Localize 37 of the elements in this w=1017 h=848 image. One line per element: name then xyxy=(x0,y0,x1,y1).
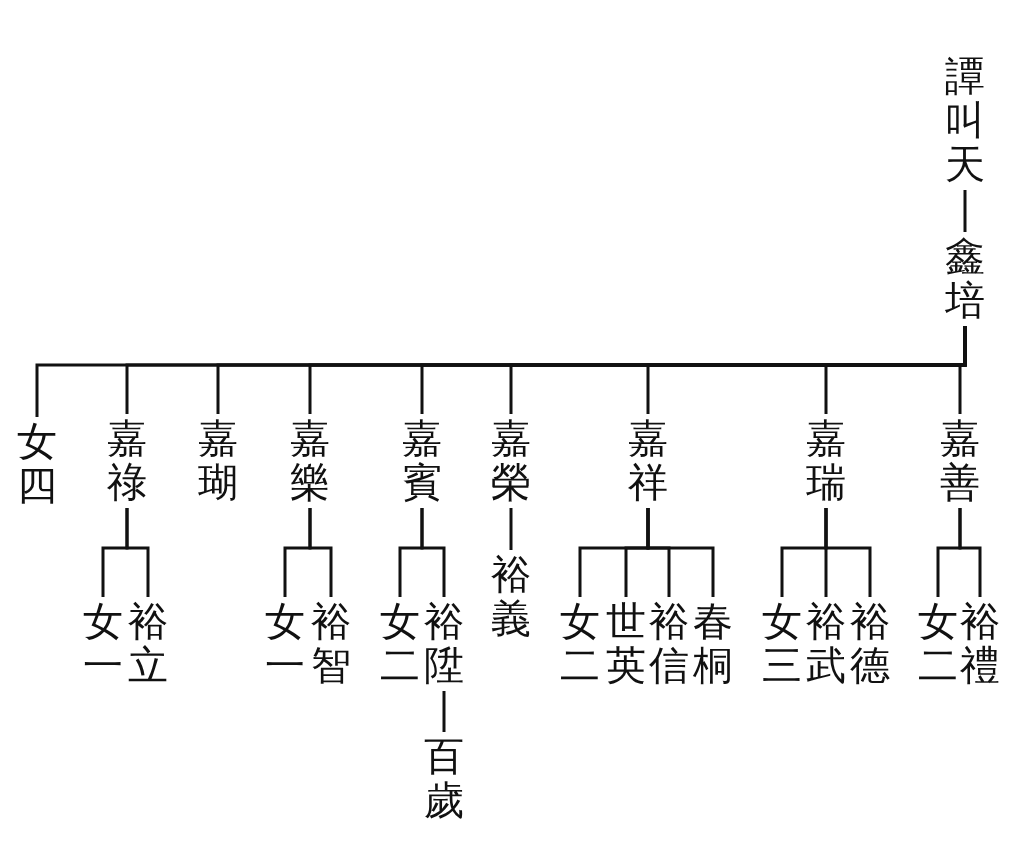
lineage-line xyxy=(283,508,312,597)
lineage-line xyxy=(398,508,424,597)
vertical-name-text: 女一 xyxy=(83,600,123,688)
vertical-name-text: 裕禮 xyxy=(960,600,1000,688)
lineage-line xyxy=(442,691,446,732)
vertical-name-text: 女二 xyxy=(380,600,420,688)
vertical-name-text: 嘉瑚 xyxy=(198,417,238,505)
vertical-name-text: 世英 xyxy=(606,600,646,688)
vertical-name-text: 鑫培 xyxy=(945,235,985,323)
vertical-name-text: 譚叫天 xyxy=(945,55,985,187)
vertical-name-text: 女二 xyxy=(560,600,600,688)
vertical-name-text: 裕智 xyxy=(311,600,351,688)
vertical-name-text: 裕德 xyxy=(850,600,890,688)
vertical-name-text: 嘉樂 xyxy=(290,417,330,505)
vertical-name-text: 裕信 xyxy=(649,600,689,688)
lineage-line xyxy=(963,190,967,232)
lineage-line xyxy=(936,508,962,597)
vertical-name-text: 裕陞 xyxy=(424,600,464,688)
vertical-name-text: 女二 xyxy=(918,600,958,688)
vertical-name-text: 女四 xyxy=(17,420,57,508)
vertical-name-text: 裕武 xyxy=(806,600,846,688)
lineage-line xyxy=(780,508,828,597)
lineage-line xyxy=(509,508,513,550)
vertical-name-text: 嘉榮 xyxy=(491,417,531,505)
vertical-name-text: 嘉祥 xyxy=(628,417,668,505)
vertical-name-text: 女三 xyxy=(762,600,802,688)
vertical-name-text: 裕立 xyxy=(128,600,168,688)
vertical-name-text: 嘉善 xyxy=(940,417,980,505)
vertical-name-text: 百歲 xyxy=(424,735,464,823)
vertical-name-text: 女一 xyxy=(265,600,305,688)
vertical-name-text: 嘉賓 xyxy=(402,417,442,505)
lineage-line xyxy=(101,508,129,597)
vertical-name-text: 嘉祿 xyxy=(107,417,147,505)
vertical-name-text: 春桐 xyxy=(693,600,733,688)
vertical-name-text: 裕義 xyxy=(491,553,531,641)
lineage-line xyxy=(578,508,650,597)
vertical-name-text: 嘉瑞 xyxy=(806,417,846,505)
